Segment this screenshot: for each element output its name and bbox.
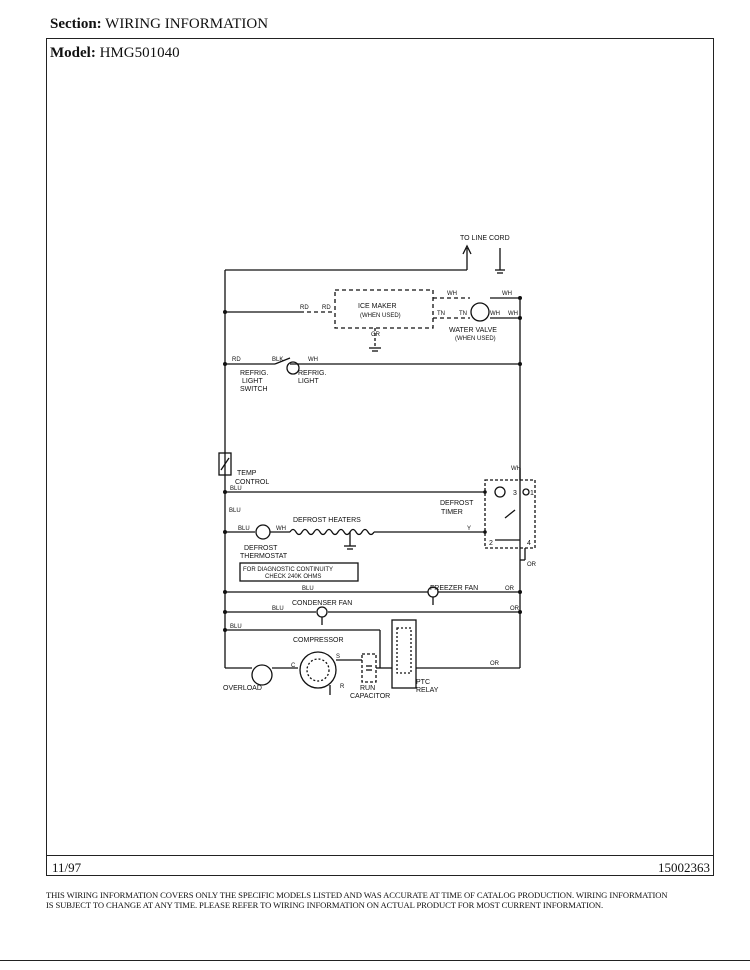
run-capacitor-label-2: CAPACITOR <box>350 693 390 700</box>
defrost-timer-label-1: DEFROST <box>440 500 474 507</box>
wire-rd-1: RD <box>300 305 309 311</box>
wire-blu-5: BLU <box>272 606 284 612</box>
wire-blu-6: BLU <box>230 624 242 630</box>
condenser-fan-label: CONDENSER FAN <box>292 600 352 607</box>
defrost-heaters-label: DEFROST HEATERS <box>293 517 361 524</box>
wire-wh-2: WH <box>502 291 512 297</box>
diagnostic-note-1: FOR DIAGNOSTIC CONTINUITY <box>243 567 333 573</box>
water-valve-label: WATER VALVE <box>449 327 497 334</box>
run-capacitor-label-1: RUN <box>360 685 375 692</box>
wire-blu-3: BLU <box>238 526 250 532</box>
wire-or-2: OR <box>505 586 515 592</box>
wire-wh-6: WH <box>511 466 521 472</box>
compressor-label: COMPRESSOR <box>293 637 344 644</box>
wire-or-4: OR <box>490 661 500 667</box>
document-frame <box>46 38 714 876</box>
terminal-r: R <box>340 684 345 690</box>
disclaimer-line-2: IS SUBJECT TO CHANGE AT ANY TIME. PLEASE… <box>46 900 604 910</box>
ice-maker-when-used: (WHEN USED) <box>360 313 401 319</box>
diagnostic-note-2: CHECK 240K OHMS <box>265 574 321 580</box>
revision-date: 11/97 <box>52 860 82 875</box>
light-switch-label-3: SWITCH <box>240 386 268 393</box>
refrig-light-label-2: LIGHT <box>298 378 319 385</box>
water-valve-when-used: (WHEN USED) <box>455 336 496 342</box>
terminal-4: 4 <box>527 540 531 547</box>
temp-control-label-2: CONTROL <box>235 479 269 486</box>
ptc-relay-label-1: PTC <box>416 679 430 686</box>
footer-divider <box>46 855 714 856</box>
temp-control-label-1: TEMP <box>237 470 257 477</box>
terminal-1: 1 <box>530 490 534 497</box>
light-switch-label-1: REFRIG. <box>240 370 268 377</box>
section-label: Section: <box>50 16 102 32</box>
terminal-c: C <box>291 663 296 669</box>
bottom-divider <box>0 960 750 961</box>
wire-rd-3: RD <box>232 357 241 363</box>
disclaimer-line-1: THIS WIRING INFORMATION COVERS ONLY THE … <box>46 890 668 900</box>
terminal-3: 3 <box>513 490 517 497</box>
wire-wh-4: WH <box>508 311 518 317</box>
terminal-2: 2 <box>489 540 493 547</box>
wire-blu-1: BLU <box>230 486 242 492</box>
wire-wh-1: WH <box>447 291 457 297</box>
wire-tn-2: TN <box>459 311 467 317</box>
terminal-s: S <box>336 654 340 660</box>
wire-tn-1: TN <box>437 311 445 317</box>
wire-wh-7: WH <box>276 526 286 532</box>
wire-y: Y <box>467 526 471 532</box>
document-number: 15002363 <box>658 860 710 875</box>
ptc-relay-label-2: RELAY <box>416 687 439 694</box>
wire-gr: GR <box>371 332 381 338</box>
wire-or-3: OR <box>510 606 520 612</box>
defrost-timer-label-2: TIMER <box>441 509 463 516</box>
model-label: Model: <box>50 45 96 61</box>
wire-wh-3: WH <box>490 311 500 317</box>
wire-blk: BLK <box>272 357 283 363</box>
ice-maker-label: ICE MAKER <box>358 303 397 310</box>
overload-label: OVERLOAD <box>223 685 262 692</box>
wire-wh-5: WH <box>308 357 318 363</box>
refrig-light-label-1: REFRIG. <box>298 370 326 377</box>
section-header: Section: WIRING INFORMATION <box>50 16 268 33</box>
defrost-thermostat-label-2: THERMOSTAT <box>240 553 288 560</box>
light-switch-label-2: LIGHT <box>242 378 263 385</box>
model-header: Model: HMG501040 <box>50 45 180 62</box>
wire-blu-4: BLU <box>302 586 314 592</box>
disclaimer: THIS WIRING INFORMATION COVERS ONLY THE … <box>46 890 726 910</box>
to-line-cord-label: TO LINE CORD <box>460 235 510 242</box>
wire-rd-2: RD <box>322 305 331 311</box>
model-value: HMG501040 <box>99 45 180 61</box>
defrost-thermostat-label-1: DEFROST <box>244 545 278 552</box>
wire-blu-2: BLU <box>229 508 241 514</box>
section-value: WIRING INFORMATION <box>105 16 269 32</box>
wire-or-1: OR <box>527 562 537 568</box>
freezer-fan-label: FREEZER FAN <box>430 585 478 592</box>
